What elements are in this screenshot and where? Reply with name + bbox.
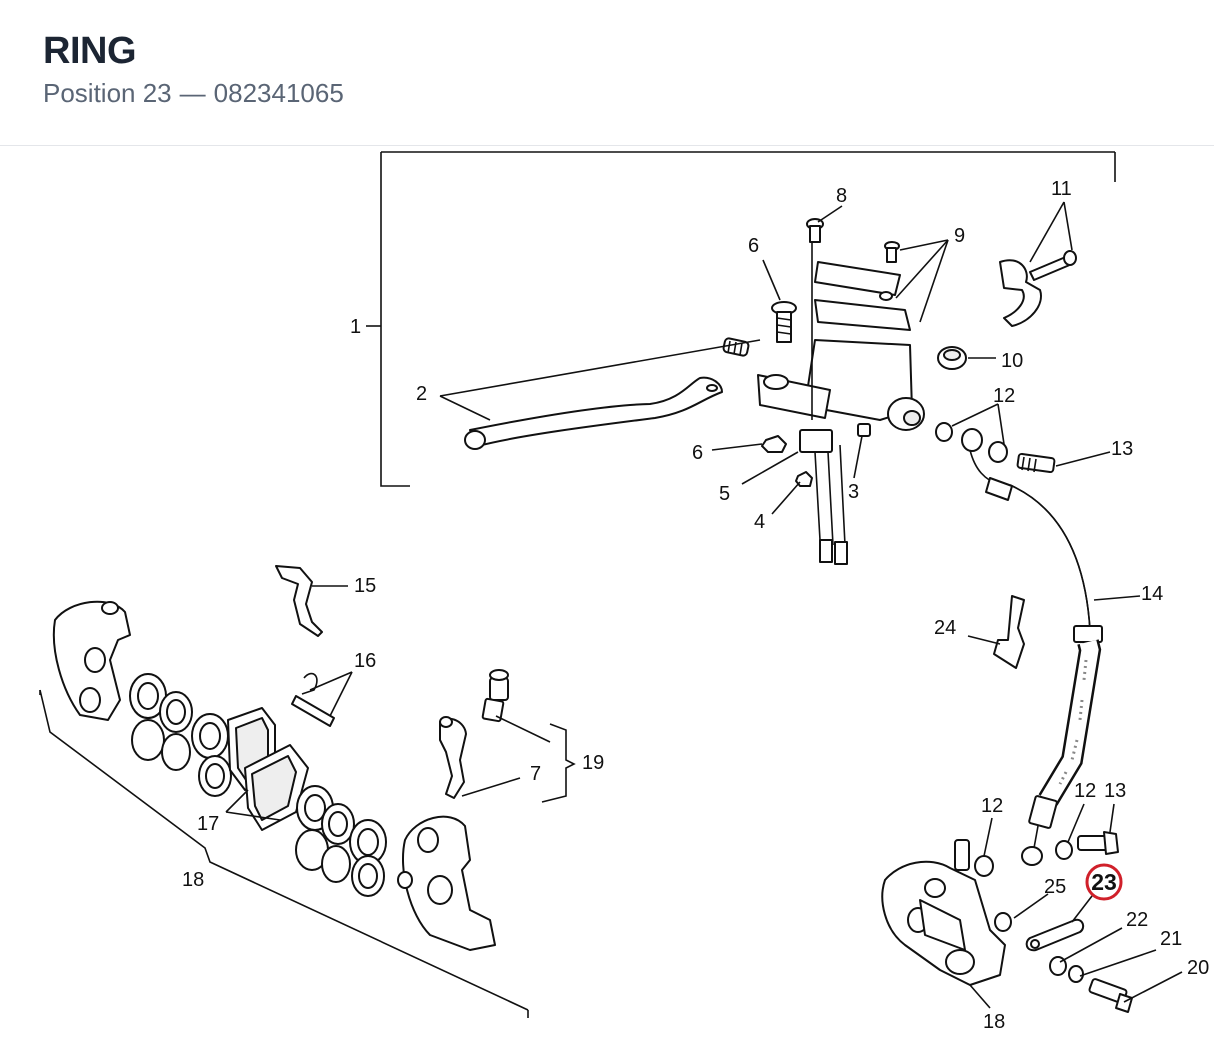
lock-washer-part-21[interactable] [1068, 965, 1084, 983]
callout-18-right: 18 [983, 1011, 1005, 1033]
part-title: RING [43, 30, 137, 72]
callout-3: 3 [848, 481, 859, 503]
callout-9: 9 [954, 225, 965, 247]
callout-labels: 1 2 3 4 5 6 6 7 8 9 10 11 12 12 12 13 13… [182, 178, 1209, 1033]
callout-4: 4 [754, 511, 765, 533]
nut-part-6[interactable] [761, 435, 787, 453]
callout-20: 20 [1187, 957, 1209, 979]
callout-8: 8 [836, 185, 847, 207]
part-subtitle: Position 23—082341065 [43, 78, 344, 109]
exploded-caliper-outline [39, 689, 529, 1018]
callout-13-top: 13 [1111, 438, 1133, 460]
pad-spring-part-15[interactable] [275, 565, 323, 637]
callout-6-top: 6 [748, 235, 759, 257]
caliper-part-18-right[interactable] [881, 839, 1006, 986]
ring-part-23[interactable] [1025, 918, 1085, 952]
pad-pin-part-16[interactable] [291, 672, 335, 727]
hose-clip-part-24[interactable] [993, 595, 1025, 669]
callout-12-lower-right: 12 [1074, 780, 1096, 802]
callout-7: 7 [530, 763, 541, 785]
banjo-bolt-part-13-top[interactable] [1016, 452, 1056, 474]
separator: — [179, 78, 206, 108]
callout-11: 11 [1051, 178, 1072, 200]
callout-1: 1 [350, 316, 361, 338]
callout-24: 24 [934, 617, 956, 639]
caliper-half-right[interactable] [397, 815, 496, 951]
piston-seals-left[interactable] [129, 673, 232, 797]
screw-part-9[interactable] [879, 241, 900, 301]
callout-2: 2 [416, 383, 427, 405]
callout-23-highlight[interactable]: 23 [1071, 863, 1123, 923]
brake-lever-part[interactable] [464, 376, 723, 450]
callout-13-lower: 13 [1104, 780, 1126, 802]
banjo-bolt-part-13-lower[interactable] [1077, 831, 1119, 855]
washer-part-12-top[interactable] [935, 422, 1008, 463]
spring-part[interactable] [722, 337, 750, 357]
callout-14: 14 [1141, 583, 1163, 605]
washer-part-12-lower[interactable] [974, 840, 1073, 877]
exploded-parts-diagram: 1 2 3 4 5 6 6 7 8 9 10 11 12 12 12 13 13… [0, 146, 1214, 1062]
master-cylinder-body[interactable] [757, 235, 925, 565]
screw-part-8[interactable] [806, 218, 824, 243]
caliper-half-left[interactable] [52, 600, 131, 721]
callout-17: 17 [197, 813, 219, 835]
diagram-canvas: 1 2 3 4 5 6 6 7 8 9 10 11 12 12 12 13 13… [39, 151, 1209, 1033]
callout-10: 10 [1001, 350, 1023, 372]
callout-12-top: 12 [993, 385, 1015, 407]
leader-lines [225, 201, 1183, 1009]
highlight-circle [1085, 863, 1123, 901]
pivot-bolt-part-6[interactable] [771, 301, 797, 343]
brake-pads-part-17[interactable] [227, 707, 309, 831]
callout-16: 16 [354, 650, 376, 672]
position-label: Position 23 [43, 78, 172, 108]
hose-bracket-part-7[interactable] [439, 716, 467, 799]
rubber-cap-part-10[interactable] [937, 346, 967, 370]
callout-22: 22 [1126, 909, 1148, 931]
header: RING Position 23—082341065 [0, 0, 1214, 146]
part-number: 082341065 [213, 78, 344, 108]
piston-seals-right[interactable] [295, 785, 387, 897]
callout-5: 5 [719, 483, 730, 505]
callout-18-left: 18 [182, 869, 204, 891]
callout-23: 23 [1091, 869, 1117, 895]
callout-12-lower-left: 12 [981, 795, 1003, 817]
callout-21: 21 [1160, 928, 1182, 950]
washer-part-25[interactable] [994, 912, 1012, 932]
brake-hose-part-14[interactable] [969, 449, 1103, 866]
callout-19: 19 [582, 752, 604, 774]
bleeder-valve-part-19[interactable] [481, 669, 509, 723]
assembly-bracket-1 [366, 151, 1116, 487]
clamp-part-11[interactable] [999, 250, 1077, 327]
bolt-part-20[interactable] [1088, 978, 1133, 1013]
callout-25: 25 [1044, 876, 1066, 898]
callout-15: 15 [354, 575, 376, 597]
callout-6-bottom: 6 [692, 442, 703, 464]
